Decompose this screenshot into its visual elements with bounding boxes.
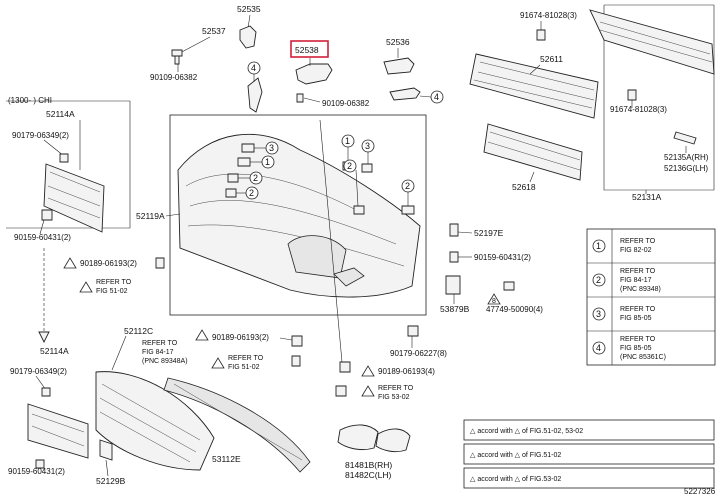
legend-2-l3: (PNC 89348) (620, 286, 661, 293)
part-81481b (337, 424, 379, 451)
legend-2-l1: REFER TO (620, 268, 656, 275)
label-90189-06193-c: 90189-06193(4) (378, 367, 435, 376)
legend-3-l1: REFER TO (620, 306, 656, 313)
label-47749-50090: 47749-50090(4) (486, 305, 543, 314)
label-52136g: 52136G(LH) (664, 164, 708, 173)
label-52538[interactable]: 52538 (295, 45, 319, 55)
label-52131a: 52131A (632, 192, 662, 202)
label-90179-06227: 90179-06227(8) (390, 349, 447, 358)
label-90159-60431-right: 90159-60431(2) (474, 253, 531, 262)
note-row-2 (463, 443, 715, 465)
svg-text:3: 3 (596, 309, 601, 319)
ref4-line1: REFER TO (378, 385, 414, 392)
part-52536 (383, 57, 415, 75)
legend-4-l2: FIG 85-05 (620, 345, 652, 352)
diagram-id: 5227326 (684, 487, 716, 496)
ref1-line2: FIG 51-02 (96, 288, 128, 295)
callout-2-c (343, 159, 357, 173)
svg-text:4: 4 (596, 343, 601, 353)
label-52611: 52611 (540, 54, 563, 64)
label-52119a: 52119A (136, 211, 165, 221)
ref3-line1: REFER TO (228, 355, 264, 362)
part-52119a (177, 133, 421, 298)
label-53112e: 53112E (212, 454, 241, 464)
left-bracket-frame (6, 100, 131, 229)
label-90179-06349-bot: 90179-06349(2) (10, 367, 67, 376)
label-52114a-top: 52114A (46, 109, 75, 119)
svg-text:2: 2 (249, 188, 254, 198)
svg-text:8: 8 (492, 298, 496, 305)
date-note: (1300- ) CHI (8, 96, 52, 105)
label-53879b: 53879B (440, 304, 470, 314)
note-row-1 (463, 419, 715, 441)
label-52112c: 52112C (124, 326, 153, 336)
label-52129b: 52129B (96, 476, 126, 486)
part-52611 (469, 53, 599, 119)
legend-1-l1: REFER TO (620, 238, 656, 245)
ref3-line2: FIG 51-02 (228, 364, 260, 371)
part-52114a-top (43, 163, 105, 233)
svg-text:2: 2 (347, 161, 352, 171)
part-53112e (163, 377, 311, 473)
label-52135a: 52135A(RH) (664, 153, 709, 162)
label-91674-81028-top: 91674-81028(3) (520, 11, 577, 20)
bolt-52537 (171, 49, 183, 65)
bolt-90109-b (296, 93, 304, 103)
label-52536: 52536 (386, 37, 410, 47)
part-52131a (589, 9, 715, 75)
note-2: △ accord with △ of FIG.51-02 (470, 452, 561, 459)
label-91674-81028-mid: 91674-81028(3) (610, 105, 667, 114)
label-52537: 52537 (202, 26, 226, 36)
right-bracket-frame (603, 4, 715, 191)
label-52535: 52535 (237, 4, 261, 14)
svg-text:1: 1 (596, 241, 601, 251)
svg-text:2: 2 (596, 275, 601, 285)
ref2-line3: (PNC 89348A) (142, 358, 188, 365)
ref4-line2: FIG 53-02 (378, 394, 410, 401)
note-row-3 (463, 467, 715, 489)
note-3: △ accord with △ of FIG.53-02 (470, 476, 561, 483)
label-90109-06382-b: 90109-06382 (322, 99, 370, 108)
label-52197e: 52197E (474, 228, 504, 238)
part-52538 (295, 63, 333, 85)
part-81482c (375, 428, 411, 453)
svg-text:3: 3 (365, 141, 370, 151)
part-52618 (483, 123, 583, 181)
svg-text:1: 1 (345, 136, 350, 146)
ref1-line1: REFER TO (96, 279, 132, 286)
label-90189-06193-a: 90189-06193(2) (80, 259, 137, 268)
svg-text:4: 4 (434, 92, 439, 102)
svg-text:2: 2 (405, 181, 410, 191)
label-90179-06349-top: 90179-06349(2) (12, 131, 69, 140)
label-52618: 52618 (512, 182, 536, 192)
ref2-line2: FIG 84-17 (142, 349, 174, 356)
note-1: △ accord with △ of FIG.51-02, 53-02 (470, 428, 583, 435)
bumper-group-frame (169, 114, 427, 316)
legend-1-l2: FIG 82-02 (620, 247, 652, 254)
legend-3-l2: FIG 85-05 (620, 315, 652, 322)
svg-text:2: 2 (253, 173, 258, 183)
part-52114a-bot (27, 403, 89, 459)
label-90109-06382-a: 90109-06382 (150, 73, 198, 82)
legend-4-l3: (PNC 85361C) (620, 354, 666, 361)
highlight-box-52538 (290, 40, 329, 58)
svg-text:1: 1 (265, 157, 270, 167)
part-52535 (239, 25, 257, 49)
label-90189-06193-b: 90189-06193(2) (212, 333, 269, 342)
legend-2-l2: FIG 84-17 (620, 277, 652, 284)
part-52536-lower (389, 87, 421, 101)
ref2-line1: REFER TO (142, 340, 178, 347)
label-52114a-bot: 52114A (40, 346, 69, 356)
legend-4-l1: REFER TO (620, 336, 656, 343)
part-53879b (445, 275, 461, 295)
label-90159-60431-top: 90159-60431(2) (14, 233, 71, 242)
svg-text:4: 4 (251, 63, 256, 73)
label-81481b: 81481B(RH) (345, 460, 392, 470)
triangle-mark-8 (487, 293, 501, 305)
label-90159-60431-bot: 90159-60431(2) (8, 467, 65, 476)
svg-text:3: 3 (269, 143, 274, 153)
label-81482c: 81482C(LH) (345, 470, 391, 480)
